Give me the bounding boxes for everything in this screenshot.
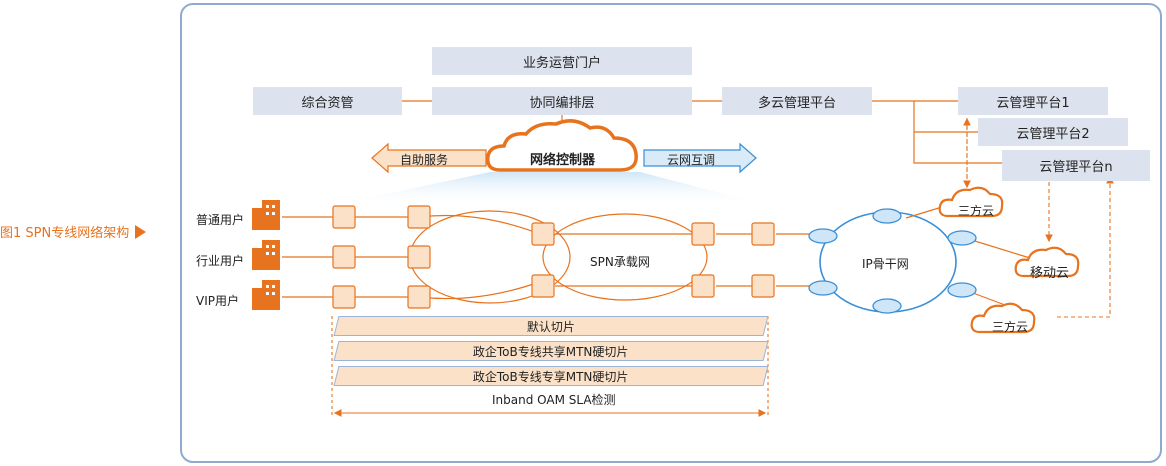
controller-label: 网络控制器 [530, 153, 596, 168]
cloud-network-arrow-icon [643, 142, 757, 174]
slice-shared-mtn: 政企ToB专线共享MTN硬切片 [333, 341, 769, 361]
slice-default-label: 默认切片 [526, 319, 575, 334]
orchestration-label: 协同编排层 [529, 95, 595, 111]
cloud-mgmt-n-label: 云管理平台n [1039, 160, 1113, 175]
caption-arrow-icon [135, 225, 147, 239]
ring-links [409, 210, 708, 304]
cloud-mgmt-n-box: 云管理平台n [1002, 150, 1150, 181]
user-label-normal: 普通用户 [196, 213, 245, 227]
cloud-mgmt-2-label: 云管理平台2 [1016, 126, 1090, 142]
slice-dedicated-mtn-label: 政企ToB专线专享MTN硬切片 [473, 369, 629, 384]
user-label-industry: 行业用户 [196, 254, 245, 268]
controller-coverage [330, 172, 770, 206]
cloud-icon [938, 186, 1080, 334]
device-icon [332, 205, 775, 309]
caption-text: 图1 SPN专线网络架构 [0, 226, 130, 241]
cloud-mgmt-links [963, 117, 1114, 318]
multicloud-box: 多云管理平台 [722, 87, 872, 115]
oam-label: Inband OAM SLA检测 [492, 393, 616, 407]
building-windows [266, 205, 275, 295]
ip-backbone-label: IP骨干网 [862, 257, 909, 271]
top-connectors [402, 100, 1002, 164]
third-party-cloud-1-label: 三方云 [958, 204, 995, 218]
slice-dedicated-mtn: 政企ToB专线专享MTN硬切片 [333, 366, 769, 386]
portal-box: 业务运营门户 [432, 47, 692, 75]
main-frame [180, 3, 1162, 463]
user-label-vip: VIP用户 [196, 294, 239, 308]
portal-label: 业务运营门户 [522, 55, 601, 71]
spn-network-label: SPN承载网 [590, 255, 650, 269]
orchestration-box: 协同编排层 [432, 87, 692, 115]
cloud-mgmt-1-box: 云管理平台1 [958, 87, 1108, 115]
self-service-arrow-icon [371, 142, 487, 174]
resource-management-box: 综合资管 [253, 87, 402, 115]
mobile-cloud-label: 移动云 [1030, 266, 1070, 281]
cloud-network-label: 云网互调 [667, 153, 716, 167]
cloud-mgmt-1-label: 云管理平台1 [996, 95, 1070, 111]
resource-management-label: 综合资管 [301, 95, 354, 111]
figure-caption: 图1 SPN专线网络架构 [0, 222, 147, 241]
self-service-label: 自助服务 [400, 153, 449, 167]
controller-cloud-icon [486, 119, 638, 172]
slice-shared-mtn-label: 政企ToB专线共享MTN硬切片 [473, 344, 629, 359]
third-party-cloud-2-label: 三方云 [992, 320, 1029, 334]
router-icon [808, 208, 977, 314]
slice-default: 默认切片 [333, 316, 769, 336]
multicloud-label: 多云管理平台 [757, 95, 836, 111]
cloud-mgmt-2-box: 云管理平台2 [978, 118, 1128, 146]
